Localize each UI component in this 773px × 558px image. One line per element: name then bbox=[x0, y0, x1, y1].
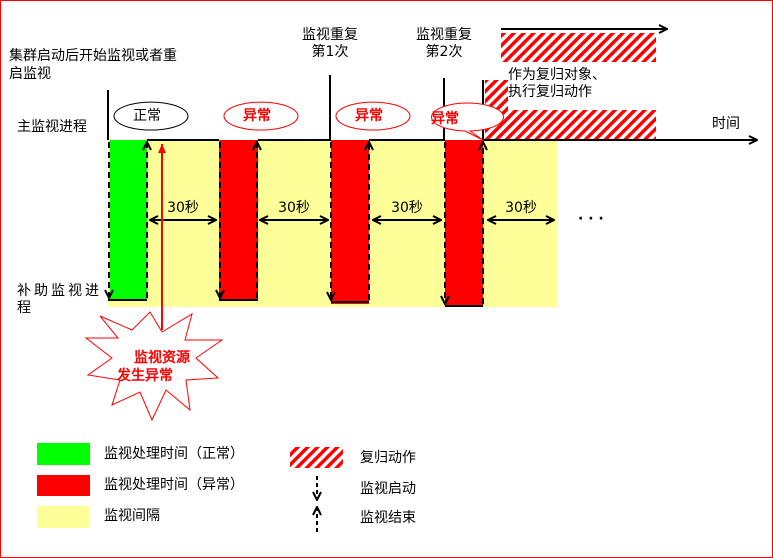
legend-swatch-abnormal bbox=[37, 475, 90, 496]
repeat2-count: 第2次 bbox=[425, 44, 463, 60]
aux-process-label: 补助监视进 bbox=[17, 283, 102, 299]
legend-interval-label: 监视间隔 bbox=[104, 508, 160, 524]
abnormal-processing-bar bbox=[331, 140, 369, 304]
bubble-normal bbox=[113, 101, 189, 131]
bubble-abnormal-text: 异常 bbox=[355, 108, 383, 124]
repeat2-label: 监视重复 bbox=[416, 27, 472, 43]
bubble-abnormal-text: 异常 bbox=[431, 111, 459, 127]
start-label-2: 启监视 bbox=[9, 66, 51, 82]
normal-processing-bar bbox=[110, 140, 147, 300]
bubble-abnormal-text: 异常 bbox=[243, 108, 271, 124]
bubble-normal-text: 正常 bbox=[133, 108, 161, 124]
legend-end-label: 监视结束 bbox=[360, 510, 416, 526]
legend-swatch-interval bbox=[37, 506, 90, 528]
start-label: 集群启动后开始监视或者重 bbox=[9, 48, 177, 64]
time-label: 时间 bbox=[712, 116, 740, 132]
bubble-abnormal bbox=[431, 102, 504, 141]
legend-abnormal-label: 监视处理时间（异常） bbox=[104, 477, 244, 493]
bubble-abnormal bbox=[223, 101, 299, 131]
legend-normal-label: 监视处理时间（正常） bbox=[104, 446, 244, 462]
legend-recovery-label: 复归动作 bbox=[360, 450, 416, 466]
abnormal-processing-bar bbox=[445, 140, 483, 306]
interval-label: 30秒 bbox=[391, 200, 423, 216]
legend-start-label: 监视启动 bbox=[360, 481, 416, 497]
interval-label: 30秒 bbox=[278, 200, 310, 216]
repeat1-label: 监视重复 bbox=[302, 27, 358, 43]
aux-process-label-2: 程 bbox=[17, 300, 31, 316]
interval-label: 30秒 bbox=[505, 200, 537, 216]
explosion-star bbox=[84, 311, 224, 422]
legend-swatch-normal bbox=[37, 443, 90, 465]
recovery-hatch-bottom bbox=[485, 110, 656, 140]
ellipsis: · · · bbox=[578, 211, 604, 227]
legend-swatch-recovery bbox=[290, 447, 343, 468]
recovery-hatch-top bbox=[501, 33, 656, 62]
main-process-label: 主监视进程 bbox=[17, 119, 87, 135]
event-label-2: 发生异常 bbox=[117, 368, 173, 384]
abnormal-processing-bar bbox=[219, 140, 258, 300]
event-label: 监视资源 bbox=[134, 350, 190, 366]
recovery-label: 作为复归对象、 bbox=[508, 67, 606, 84]
interval-label: 30秒 bbox=[167, 200, 199, 216]
bubble-abnormal bbox=[335, 101, 411, 131]
repeat1-count: 第1次 bbox=[311, 44, 349, 60]
recovery-label-2: 执行复归动作 bbox=[508, 84, 592, 101]
